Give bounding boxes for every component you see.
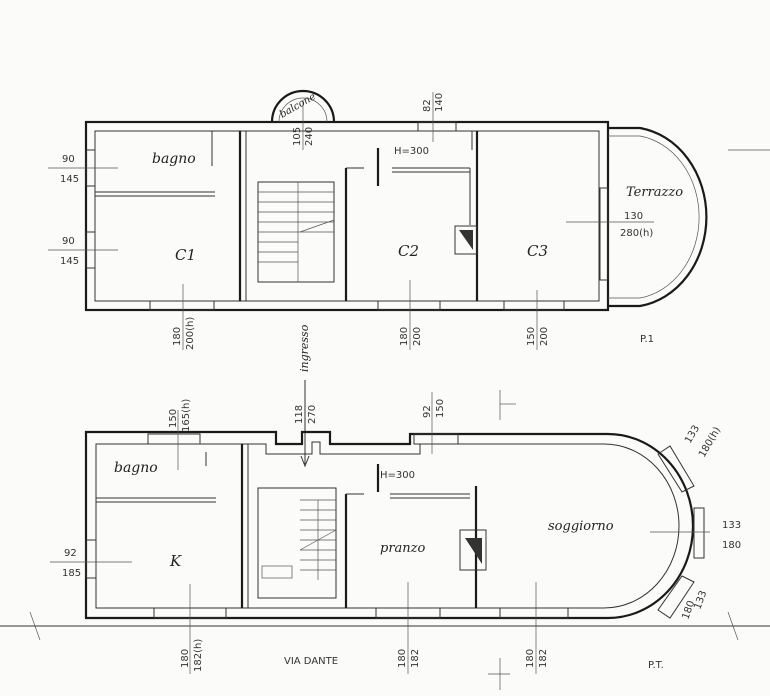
dim-pt-k-bot-a: 180	[180, 649, 191, 668]
dim-p1-c2-b: 200	[412, 327, 423, 346]
dim-pt-bay-top-a: 133	[683, 423, 702, 445]
ground-floor-stair-treads	[261, 499, 337, 580]
dim-p1-win-left-bot-a: 90	[62, 236, 75, 247]
dim-pt-entry-b: 270	[307, 405, 318, 424]
dim-p1-c1-a: 180	[172, 327, 183, 346]
dim-p1-top-win-b: 140	[434, 93, 445, 112]
dim-pt-bay-mid-a: 133	[722, 520, 741, 531]
street-label: VIA DANTE	[284, 656, 338, 667]
dim-pt-bagno-b: 165(h)	[181, 399, 192, 432]
ground-tick-right	[727, 611, 739, 641]
c2-fireplace-fill	[459, 230, 473, 250]
dim-p1-c1-b: 200(h)	[185, 317, 196, 350]
first-floor-stair-treads	[258, 182, 335, 282]
balcone-arc-inner	[278, 97, 328, 123]
c2-fireplace	[454, 225, 478, 255]
room-label-c2: C2	[398, 242, 419, 260]
ground-floor-windows	[85, 433, 705, 619]
dim-pt-bay-mid-b: 180	[722, 540, 741, 551]
dim-pt-sogg-bot-a: 180	[525, 649, 536, 668]
dim-pt-pranzo-top-b: 150	[435, 399, 446, 418]
entrance-arrow-head	[300, 455, 310, 468]
dim-pt-entry-a: 118	[294, 405, 305, 424]
dim-p1-win-left-top-b: 145	[60, 174, 79, 185]
first-floor-dimension-lines	[48, 92, 770, 350]
balcone-arc	[270, 89, 336, 123]
dim-pt-sogg-bot-b: 182	[538, 649, 549, 668]
ground-floor-stairs	[257, 487, 337, 599]
ground-floor-plan: bagno K pranzo soggiorno H=300 VIA DANTE…	[0, 390, 770, 690]
dim-p1-terrazzo-a: 130	[624, 211, 643, 222]
pranzo-fireplace	[459, 529, 487, 571]
dim-p1-stair-win-a: 105	[292, 127, 303, 146]
room-label-c1: C1	[175, 246, 196, 264]
terrazzo-inner-outline	[608, 135, 700, 299]
entrance-label: ingresso	[298, 324, 311, 372]
room-label-terrazzo: Terrazzo	[626, 185, 683, 200]
dim-pt-pranzo-top-a: 92	[422, 405, 433, 418]
dim-pt-bagno-a: 150	[168, 409, 179, 428]
room-label-soggiorno: soggiorno	[548, 519, 614, 534]
first-floor-label: P.1	[640, 334, 654, 345]
dim-p1-c2-a: 180	[399, 327, 410, 346]
first-floor-plan: bagno C1 C2 C3 Terrazzo balcone H=300 P.…	[48, 89, 770, 350]
dim-pt-pranzo-bot-b: 182	[410, 649, 421, 668]
dim-pt-pranzo-bot-a: 180	[397, 649, 408, 668]
dim-pt-bay-bot-b: 180	[680, 599, 697, 621]
dim-p1-win-left-bot-b: 145	[60, 256, 79, 267]
dim-pt-k-bot-b: 182(h)	[193, 639, 204, 672]
pranzo-fireplace-fill	[465, 538, 482, 564]
dim-p1-c3-a: 150	[526, 327, 537, 346]
dim-p1-win-left-top-a: 90	[62, 154, 75, 165]
room-label-bagno-pt: bagno	[114, 460, 158, 476]
room-label-c3: C3	[527, 242, 548, 260]
dim-p1-c3-b: 200	[539, 327, 550, 346]
terrazzo-outline	[608, 126, 708, 308]
dim-pt-k-left-b: 185	[62, 568, 81, 579]
ground-floor-height: H=300	[380, 470, 415, 481]
room-label-balcone: balcone	[278, 91, 318, 120]
room-label-bagno-p1: bagno	[152, 151, 196, 167]
room-label-pranzo: pranzo	[380, 541, 426, 556]
first-floor-height: H=300	[394, 146, 429, 157]
ground-floor-outer-wall	[84, 430, 695, 620]
room-label-k: K	[169, 552, 182, 570]
first-floor-windows	[85, 121, 609, 311]
ground-floor-dimension-lines	[50, 390, 710, 690]
dim-pt-k-left-a: 92	[64, 548, 77, 559]
dim-p1-stair-win-b: 240	[304, 127, 315, 146]
dim-p1-terrazzo-b: 280(h)	[620, 228, 653, 239]
ground-tick-left	[29, 611, 41, 641]
dim-p1-top-win-a: 82	[422, 99, 433, 112]
ground-floor-label: P.T.	[648, 660, 664, 671]
